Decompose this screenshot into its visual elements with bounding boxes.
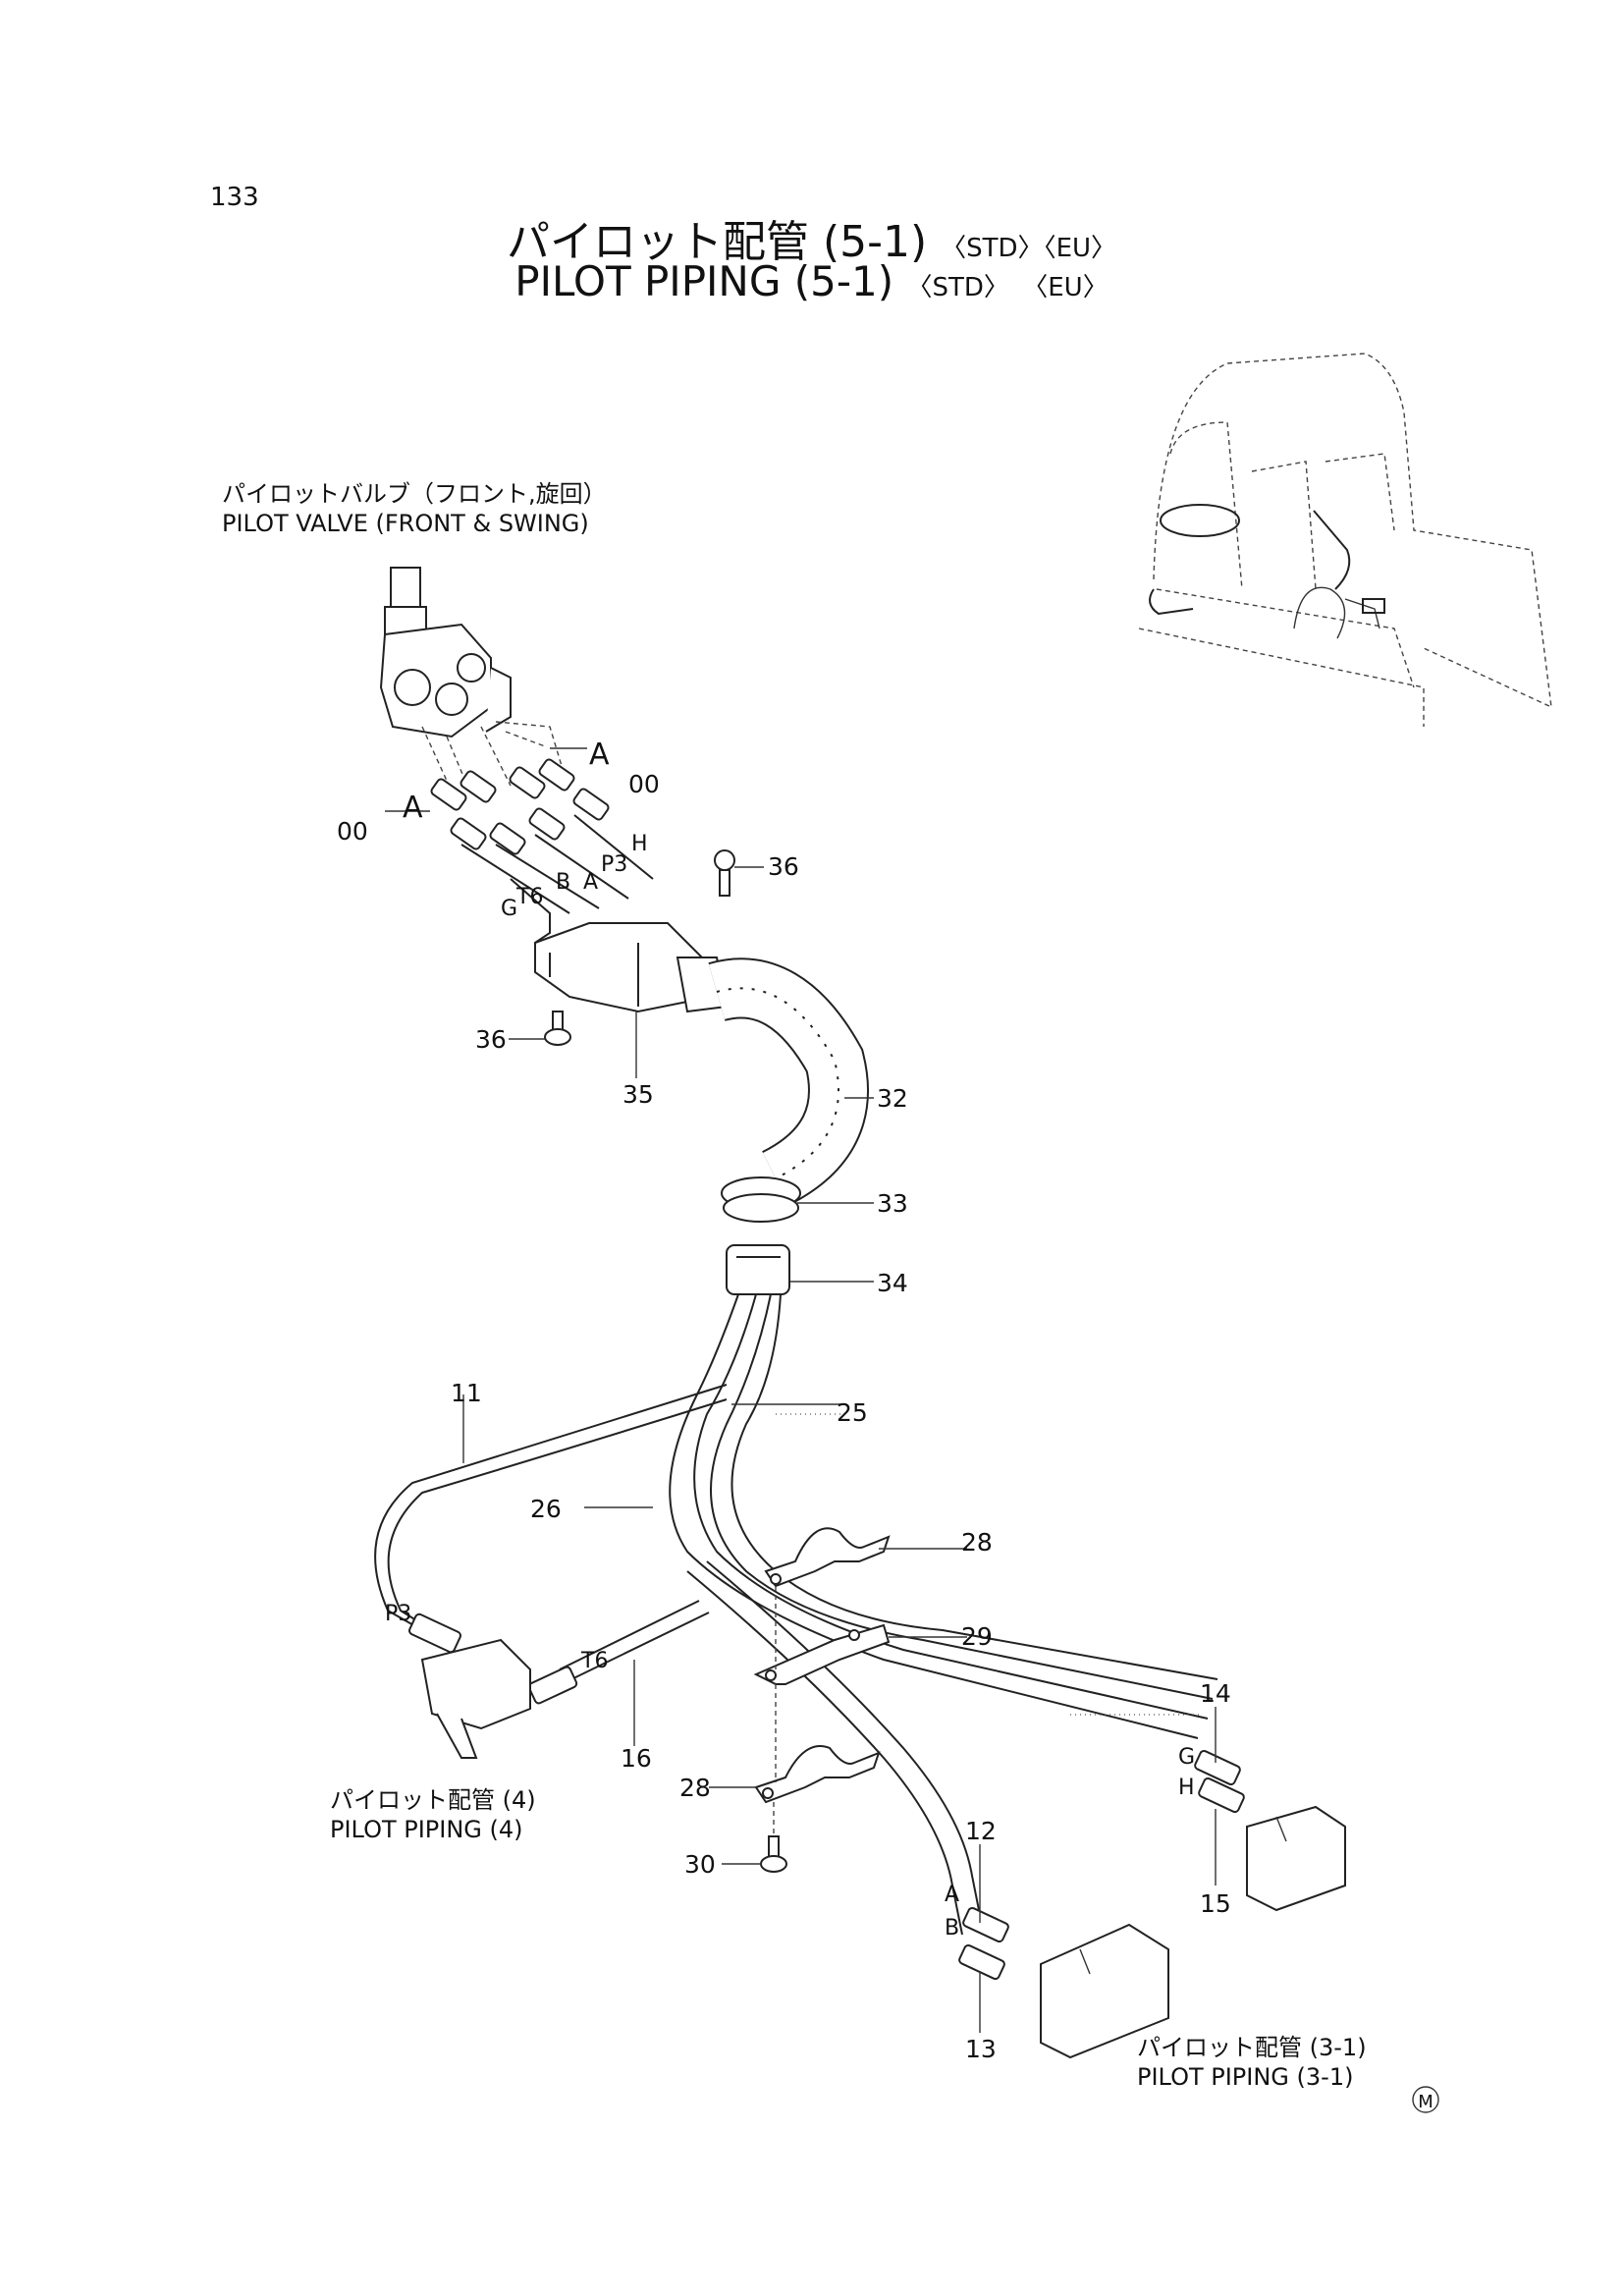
- port-label-h-1: H: [631, 832, 648, 856]
- title-japanese: パイロット配管 (5-1) 〈STD〉〈EU〉: [0, 206, 1623, 269]
- eu-tag: 〈EU〉: [1043, 234, 1117, 263]
- callout-35: 35: [622, 1080, 654, 1109]
- m-mark-circle: [1412, 2086, 1439, 2113]
- excavator-cab-inset: [1138, 353, 1552, 727]
- pilot-piping-3-1-note: パイロット配管 (3-1) PILOT PIPING (3-1): [1137, 2033, 1367, 2092]
- callout-15: 15: [1200, 1889, 1231, 1918]
- port-label-b-1: B: [556, 870, 570, 895]
- m-mark: M: [1418, 2092, 1434, 2112]
- port-label-h-2: H: [1178, 1776, 1195, 1800]
- port-label-g-2: G: [1178, 1745, 1195, 1770]
- pilot-piping-3-1-jp: パイロット配管 (3-1): [1137, 2034, 1367, 2061]
- callout-13: 13: [965, 2035, 997, 2063]
- callout-29: 29: [961, 1622, 993, 1651]
- bolt-30: [760, 1802, 787, 1873]
- clamp-29-plate: [753, 1586, 891, 1685]
- callout-14: 14: [1200, 1679, 1231, 1708]
- pilot-valve-jp: パイロットバルブ（フロント,旋回）: [222, 480, 607, 508]
- pilot-valve-front-swing: [379, 567, 512, 738]
- callout-30: 30: [684, 1850, 716, 1879]
- std-tag-en: 〈STD〉: [906, 273, 1009, 302]
- port-label-t6-1: T6: [515, 885, 543, 909]
- hose-11: [374, 1384, 728, 1631]
- fittings-14-15: [1194, 1749, 1346, 1912]
- callout-36-b: 36: [475, 1025, 507, 1054]
- clamp-28-top: [764, 1527, 891, 1588]
- pilot-piping-4-jp: パイロット配管 (4): [330, 1786, 536, 1814]
- pilot-valve-note: パイロットバルブ（フロント,旋回） PILOT VALVE (FRONT & S…: [222, 479, 607, 538]
- title-english: PILOT PIPING (5-1) 〈STD〉 〈EU〉: [0, 257, 1623, 305]
- eu-tag-en: 〈EU〉: [1022, 273, 1109, 302]
- port-label-a-3: A: [945, 1883, 959, 1907]
- callout-00-b: 00: [337, 817, 368, 846]
- corrugated-hose-32: [708, 957, 869, 1206]
- callout-26: 26: [530, 1495, 562, 1523]
- callout-28-a: 28: [961, 1528, 993, 1557]
- title-jp-text: パイロット配管 (5-1): [506, 217, 928, 267]
- hose-fittings-cluster: [430, 758, 654, 944]
- callout-32: 32: [877, 1084, 908, 1113]
- callout-34: 34: [877, 1269, 908, 1297]
- cover-part-35: [534, 922, 729, 1013]
- callout-00-a: 00: [628, 770, 660, 798]
- hose-bundle: [669, 1293, 1218, 1936]
- port-label-a-2: A: [403, 791, 423, 825]
- bolt-36-bottom: [544, 1011, 571, 1046]
- port-label-g-1: G: [501, 897, 517, 921]
- clamp-34: [726, 1244, 790, 1295]
- connector-lines: [385, 721, 587, 812]
- title-en-text: PILOT PIPING (5-1): [514, 257, 894, 305]
- port-label-p3-2: P3: [385, 1602, 411, 1626]
- clamp-28-bottom: [754, 1684, 881, 1804]
- pilot-valve-en: PILOT VALVE (FRONT & SWING): [222, 510, 589, 537]
- port-label-p3-1: P3: [601, 852, 627, 877]
- std-tag: 〈STD〉: [941, 234, 1044, 263]
- port-label-b-2: B: [945, 1916, 959, 1941]
- callout-12: 12: [965, 1817, 997, 1845]
- pilot-piping-4-block: [408, 1613, 578, 1759]
- port-label-a-1: A: [589, 738, 610, 772]
- page-number: 133: [210, 183, 259, 212]
- callout-16: 16: [621, 1744, 652, 1773]
- callout-33: 33: [877, 1189, 908, 1218]
- pilot-piping-3-1-en: PILOT PIPING (3-1): [1137, 2063, 1354, 2091]
- callout-25: 25: [837, 1398, 868, 1427]
- callout-36-a: 36: [768, 852, 799, 881]
- callout-11: 11: [451, 1379, 482, 1407]
- bolt-36-top: [714, 849, 735, 897]
- grommet-33: [721, 1176, 801, 1223]
- hose-16: [559, 1600, 710, 1682]
- port-label-a-port: A: [583, 870, 598, 895]
- pilot-piping-4-note: パイロット配管 (4) PILOT PIPING (4): [330, 1785, 536, 1844]
- fittings-12-13: [958, 1906, 1169, 2059]
- port-label-t6-2: T6: [580, 1649, 608, 1673]
- pilot-piping-4-en: PILOT PIPING (4): [330, 1816, 523, 1843]
- callout-28-b: 28: [679, 1774, 711, 1802]
